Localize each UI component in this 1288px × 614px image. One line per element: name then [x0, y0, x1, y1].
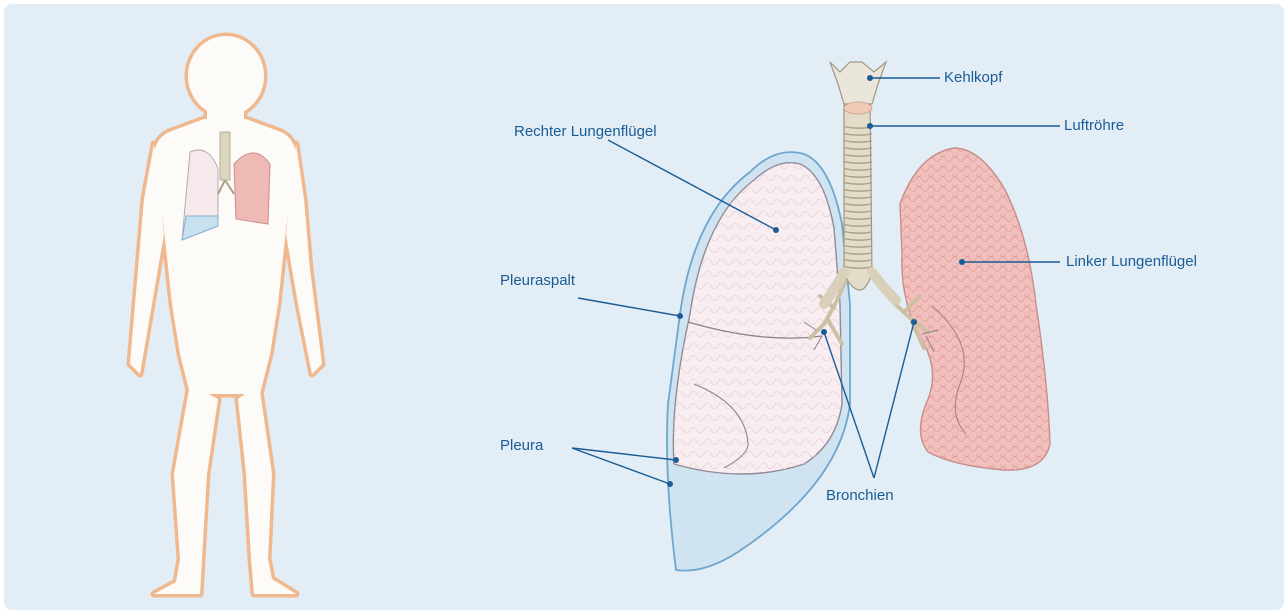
label-kehlkopf: Kehlkopf: [944, 69, 1002, 87]
larynx: [830, 62, 886, 104]
body-fill: [130, 36, 322, 594]
label-linker-lungenfluegel: Linker Lungenflügel: [1066, 253, 1197, 271]
label-rechter-lungenfluegel: Rechter Lungenflügel: [514, 123, 657, 141]
label-pleuraspalt: Pleuraspalt: [500, 272, 575, 290]
anatomy-illustration: [4, 4, 1284, 610]
small-trachea: [220, 132, 230, 180]
human-figure: [130, 36, 322, 594]
label-pleura: Pleura: [500, 437, 543, 455]
small-left-lung: [234, 153, 270, 224]
label-bronchien: Bronchien: [826, 487, 894, 505]
label-luftroehre: Luftröhre: [1064, 117, 1124, 135]
diagram-panel: Kehlkopf Luftröhre Rechter Lungenflügel …: [4, 4, 1284, 610]
